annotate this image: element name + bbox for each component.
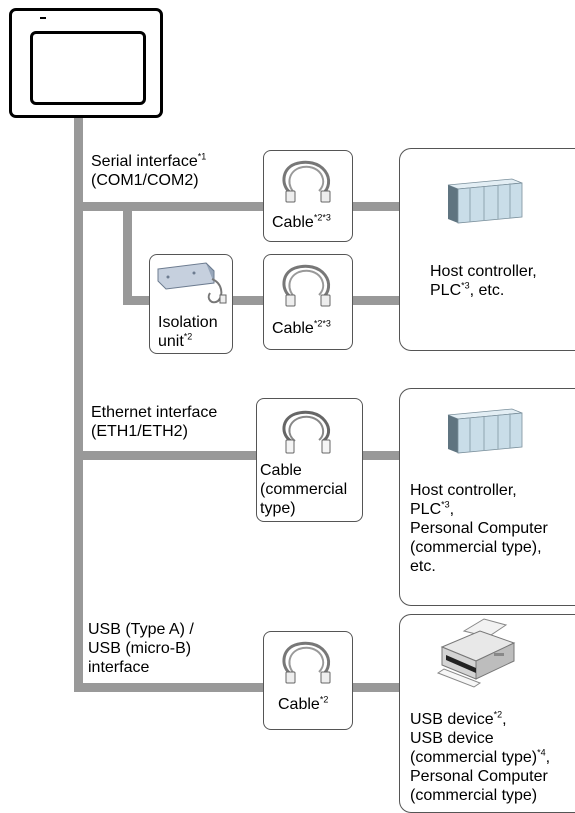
- usb-interface-label: USB (Type A) / USB (micro-B) interface: [88, 621, 194, 676]
- plc-icon: [447, 178, 523, 224]
- ethernet-cable-label: Cable (commercial type): [260, 462, 348, 517]
- hmi-screen: [30, 31, 146, 105]
- hmi-display: [9, 8, 163, 118]
- usb-cable-box: Cable*2: [263, 631, 353, 730]
- ethernet-line: [74, 451, 400, 460]
- usb-cable-icon: [282, 641, 331, 684]
- serial-host-device-box: Host controller, PLC*3, etc.: [399, 148, 575, 351]
- ethernet-host-device-label: Host controller, PLC*3, Personal Compute…: [410, 482, 548, 575]
- plc-icon: [447, 408, 523, 454]
- printer-icon: [436, 618, 516, 688]
- serial-line: [74, 202, 400, 211]
- usb-device-label: USB device*2, USB device (commercial typ…: [410, 709, 551, 804]
- serial-cable-label: Cable*2*3: [272, 212, 331, 231]
- ethernet-host-device-box: Host controller, PLC*3, Personal Compute…: [399, 388, 575, 606]
- serial-cable-box: Cable*2*3: [263, 150, 353, 242]
- usb-line: [74, 683, 400, 692]
- serial-interface-label: Serial interface*1 (COM1/COM2): [91, 151, 207, 189]
- isolation-branch-line: [123, 202, 132, 305]
- isolation-unit-label: Isolation unit*2: [158, 314, 218, 350]
- isolation-cable-icon: [282, 264, 331, 307]
- isolation-unit-icon: [157, 262, 227, 304]
- isolation-cable-box: Cable*2*3: [263, 254, 353, 350]
- main-trunk-line: [74, 118, 83, 692]
- hmi-indicator: [40, 17, 46, 19]
- usb-cable-label: Cable*2: [278, 694, 329, 713]
- usb-device-box: USB device*2, USB device (commercial typ…: [399, 614, 575, 813]
- isolation-unit-box: Isolation unit*2: [149, 254, 233, 354]
- isolation-cable-label: Cable*2*3: [272, 318, 331, 337]
- ethernet-interface-label: Ethernet interface (ETH1/ETH2): [91, 404, 218, 440]
- serial-host-device-label: Host controller, PLC*3, etc.: [430, 263, 537, 299]
- ethernet-cable-icon: [282, 410, 331, 454]
- serial-cable-icon: [282, 160, 331, 203]
- isolation-line: [123, 296, 400, 305]
- ethernet-cable-box: Cable (commercial type): [256, 398, 363, 522]
